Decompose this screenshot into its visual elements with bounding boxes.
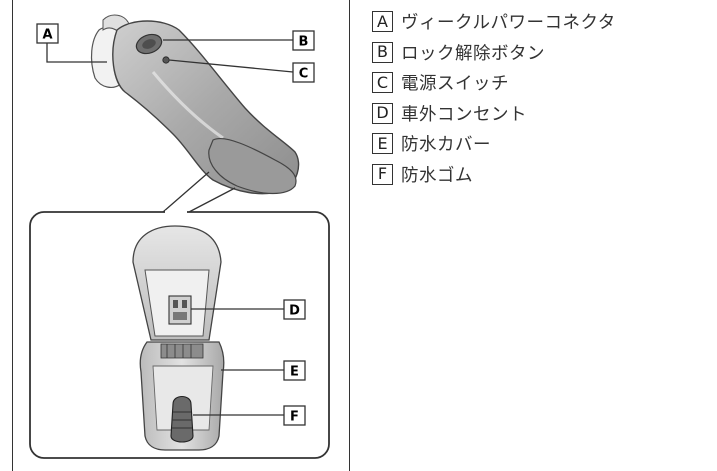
legend-item-d: D 車外コンセント: [372, 102, 616, 125]
callout-c: C: [292, 62, 315, 83]
legend-item-c: C 電源スイッチ: [372, 71, 616, 94]
legend-key-b: B: [372, 41, 393, 63]
legend-item-a: A ヴィークルパワーコネクタ: [372, 10, 616, 33]
legend-text-c: 電源スイッチ: [401, 74, 509, 94]
legend-key-a: A: [372, 11, 393, 32]
legend: A ヴィークルパワーコネクタ B ロック解除ボタン C 電源スイッチ D 車外コ…: [372, 10, 616, 193]
legend-text-b: ロック解除ボタン: [401, 43, 545, 64]
zoom-pointer: [162, 171, 236, 213]
svg-text:F: F: [290, 410, 299, 425]
legend-text-f: 防水ゴム: [401, 165, 473, 186]
legend-key-e: E: [372, 133, 393, 154]
bottom-leader-lines: [191, 308, 284, 416]
callout-f: F: [283, 405, 306, 426]
legend-item-f: F 防水ゴム: [372, 163, 616, 186]
svg-text:C: C: [299, 67, 309, 82]
legend-item-b: B ロック解除ボタン: [372, 41, 616, 64]
svg-text:A: A: [42, 28, 52, 43]
waterproof-rubber: [170, 395, 194, 443]
external-outlet: [132, 225, 222, 341]
legend-key-d: D: [372, 102, 393, 124]
callout-e: E: [283, 360, 306, 381]
vehicle-power-connector: [90, 14, 300, 195]
connector-illustration: A B C: [29, 14, 330, 459]
legend-text-e: 防水カバー: [401, 135, 491, 155]
svg-text:E: E: [290, 365, 299, 380]
callout-b: B: [292, 30, 315, 51]
legend-key-f: F: [372, 163, 393, 185]
legend-text-a: ヴィークルパワーコネクタ: [401, 13, 616, 33]
legend-key-c: C: [372, 72, 393, 93]
svg-text:B: B: [299, 35, 309, 50]
legend-item-e: E 防水カバー: [372, 132, 616, 155]
legend-text-d: 車外コンセント: [401, 104, 527, 125]
power-switch-shape: [162, 56, 170, 64]
top-leader-lines: [46, 39, 294, 73]
callout-d: D: [283, 299, 306, 320]
callout-a: A: [36, 23, 59, 44]
svg-text:D: D: [289, 304, 300, 319]
connector-figure: A B C: [12, 0, 350, 471]
